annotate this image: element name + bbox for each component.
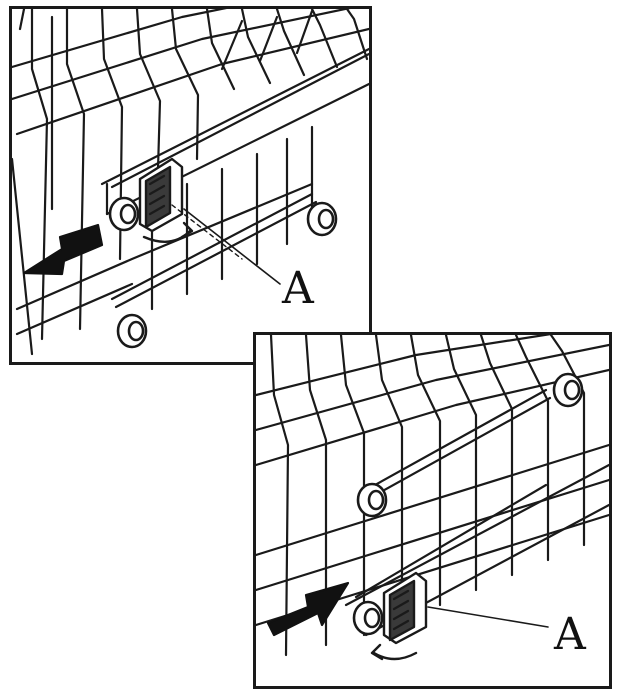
push-in-arrow-icon: [266, 581, 350, 637]
basket-removal-drawing: [12, 9, 369, 356]
basket-tines: [269, 335, 586, 657]
basket-wire-rails: [12, 9, 369, 211]
rear-wheel-axle-edge: [368, 396, 552, 500]
rotation-arrow-icon: [142, 221, 194, 243]
basket-wheels: [108, 196, 338, 349]
removal-illustration-panel: A: [9, 6, 372, 365]
callout-leader-line: [183, 208, 281, 285]
basket-lower-frame: [12, 125, 314, 356]
latch-clip: [138, 157, 184, 233]
hidden-edge-line: [171, 204, 243, 260]
callout-label-a: A: [554, 609, 586, 660]
basket-tines: [18, 9, 369, 341]
callout-leader-line: [427, 606, 549, 628]
pull-out-arrow-icon: [22, 223, 104, 276]
wheel-axle: [110, 192, 314, 301]
callout-label-a: A: [282, 263, 314, 314]
installation-illustration-panel: A: [253, 332, 612, 689]
basket-wheels: [352, 372, 584, 636]
wheel-axle-edge: [114, 200, 318, 309]
basket-installation-drawing: [256, 335, 609, 661]
rear-wheel-axle: [364, 388, 548, 492]
latch-clip: [382, 571, 428, 645]
rotation-arrow-icon: [370, 643, 418, 661]
